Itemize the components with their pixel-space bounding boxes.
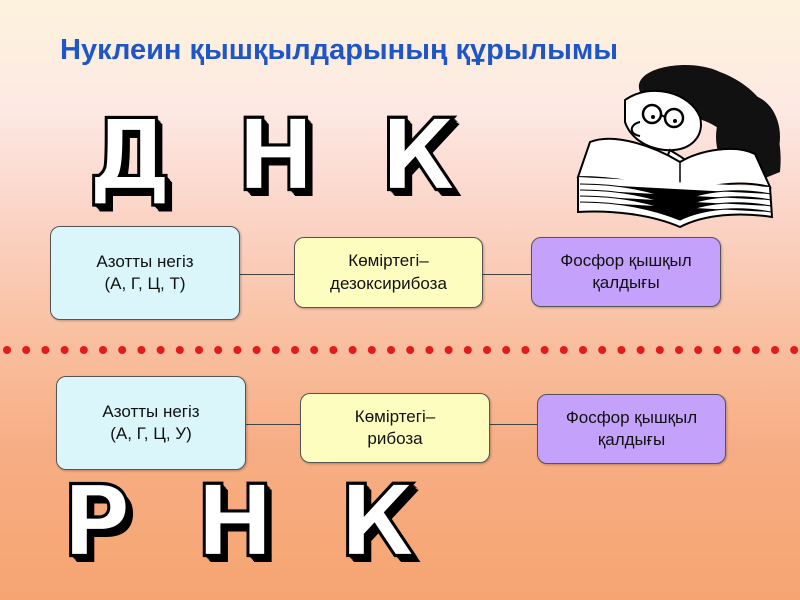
divider-dot bbox=[310, 346, 319, 354]
divider-dot bbox=[195, 346, 203, 354]
divider-dot bbox=[271, 346, 280, 354]
divider-dot bbox=[579, 346, 587, 354]
dnk-heading: Д Н К bbox=[87, 99, 473, 214]
divider-dot bbox=[617, 346, 626, 354]
rnk-nitrogen-base-box: Азотты негіз (А, Г, Ц, У) bbox=[56, 376, 246, 470]
divider-dot bbox=[137, 346, 146, 354]
connector-dnk-base-sugar bbox=[240, 274, 296, 275]
divider-dot bbox=[3, 346, 11, 354]
divider-dot bbox=[41, 346, 50, 354]
divider-dot bbox=[252, 346, 261, 354]
divider-dot bbox=[22, 346, 31, 354]
divider-dot bbox=[214, 346, 223, 354]
slide-title: Нуклеин қышқылдарының құрылымы bbox=[60, 34, 619, 66]
divider-dot bbox=[329, 346, 338, 354]
rnk-sugar-box: Көміртегі– рибоза bbox=[300, 393, 490, 463]
divider-dot bbox=[233, 346, 242, 354]
divider-dot bbox=[540, 346, 549, 354]
divider-dot bbox=[559, 346, 568, 354]
divider-dot bbox=[60, 346, 69, 354]
dnk-sugar-text: Көміртегі– дезоксирибоза bbox=[330, 251, 447, 293]
divider-dot bbox=[444, 346, 453, 354]
dnk-sugar-box: Көміртегі– дезоксирибоза bbox=[294, 237, 483, 308]
divider-dot bbox=[156, 346, 165, 354]
divider-dot bbox=[675, 346, 683, 354]
dnk-phosphate-text: Фосфор қышқыл қалдығы bbox=[560, 250, 692, 292]
divider-dot bbox=[483, 346, 491, 354]
rnk-phosphate-text: Фосфор қышқыл қалдығы bbox=[565, 407, 698, 449]
connector-dnk-sugar-phosphate bbox=[483, 274, 532, 275]
rnk-nitrogen-base-text: Азотты негіз (А, Г, Ц, У) bbox=[102, 401, 200, 443]
dnk-nitrogen-base-box: Азотты негіз (А, Г, Ц, Т) bbox=[50, 226, 240, 320]
divider-dot bbox=[406, 346, 415, 354]
divider-dot bbox=[598, 346, 607, 354]
divider-dot bbox=[118, 346, 127, 354]
divider-dot bbox=[425, 346, 434, 354]
divider-dot bbox=[751, 346, 760, 354]
divider-dot bbox=[387, 346, 395, 354]
divider-dot bbox=[99, 346, 107, 354]
divider-dot bbox=[771, 346, 779, 354]
person-reading-book-illustration bbox=[576, 64, 781, 229]
divider-dot bbox=[790, 346, 799, 354]
divider-dot bbox=[636, 346, 645, 354]
divider-dot bbox=[291, 346, 299, 354]
divider-dot bbox=[79, 346, 88, 354]
divider-dot bbox=[521, 346, 530, 354]
divider-dot bbox=[502, 346, 511, 354]
divider-dot bbox=[367, 346, 376, 354]
rnk-sugar-text: Көміртегі– рибоза bbox=[354, 406, 436, 448]
divider-dot bbox=[732, 346, 741, 354]
rnk-heading: Р Н К bbox=[61, 465, 432, 580]
divider-dot bbox=[175, 346, 184, 354]
divider-dot bbox=[655, 346, 664, 354]
dnk-nitrogen-base-text: Азотты негіз (А, Г, Ц, Т) bbox=[96, 251, 194, 293]
divider-dot bbox=[694, 346, 703, 354]
divider-dot bbox=[463, 346, 472, 354]
connector-rnk-base-sugar bbox=[246, 424, 302, 425]
dotted-divider bbox=[3, 346, 799, 354]
connector-rnk-sugar-phosphate bbox=[489, 424, 538, 425]
divider-dot bbox=[713, 346, 722, 354]
divider-dot bbox=[348, 346, 357, 354]
rnk-phosphate-box: Фосфор қышқыл қалдығы bbox=[537, 394, 726, 464]
dnk-phosphate-box: Фосфор қышқыл қалдығы bbox=[531, 237, 721, 307]
